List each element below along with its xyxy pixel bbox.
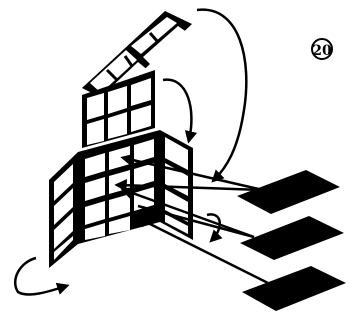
tile-3 (242, 266, 346, 311)
right-wing-panel (160, 130, 193, 240)
hook-arrow (162, 78, 198, 144)
upper-front-panel (82, 70, 155, 148)
bottom-left-hook-arrow (13, 256, 70, 296)
small-curl-arrow (206, 213, 223, 243)
figure-number: 20 (312, 43, 332, 59)
figure-number-badge: 20 (311, 38, 333, 60)
tile-2 (240, 216, 344, 260)
connector-lines (114, 153, 271, 286)
left-wing-panel (49, 152, 78, 268)
top-arc-arrow (196, 8, 248, 183)
tile-1 (237, 170, 340, 214)
